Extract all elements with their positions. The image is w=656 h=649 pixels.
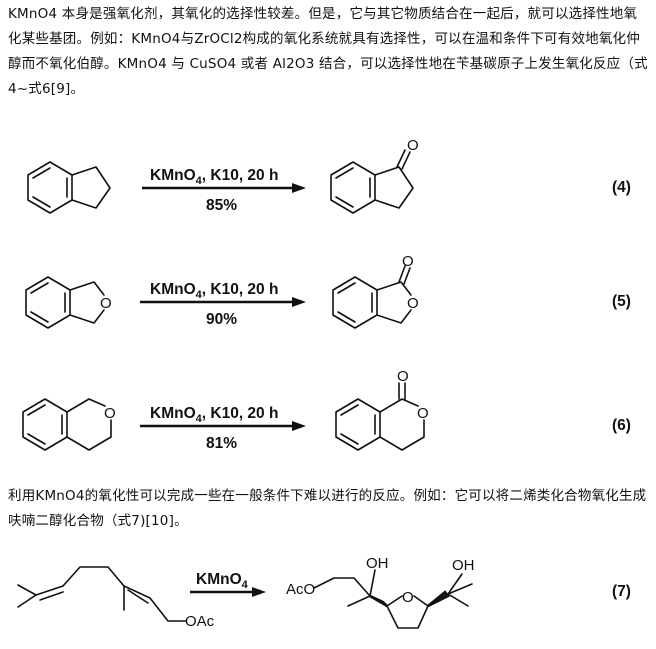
indane-structure bbox=[27, 161, 111, 214]
hydroxyl-right: OH bbox=[452, 557, 475, 574]
furan-diol-structure bbox=[313, 569, 473, 629]
second-paragraph: 利用KMnO4的氧化性可以完成一些在一般条件下难以进行的反应。例如：它可以将二烯… bbox=[8, 488, 647, 529]
condition-5: KMnO4, K10, 20 h bbox=[150, 281, 278, 301]
furan-oxygen-7: O bbox=[402, 589, 414, 606]
condition-6: KMnO4, K10, 20 h bbox=[150, 405, 278, 425]
indanone-structure bbox=[330, 149, 414, 214]
equation-label-4: (4) bbox=[612, 179, 631, 196]
hydroxyl-left: OH bbox=[366, 555, 389, 572]
carbonyl-oxygen-4: O bbox=[407, 137, 419, 154]
phthalide-structure bbox=[332, 265, 412, 329]
ring-oxygen-5a: O bbox=[100, 295, 112, 312]
ring-oxygen-5b: O bbox=[407, 295, 419, 312]
carbonyl-oxygen-5: O bbox=[402, 253, 414, 270]
reaction-4: KMnO4, K10, 20 h 85% O (4) bbox=[27, 137, 631, 214]
intro-paragraph: KMnO4 本身是强氧化剂，其氧化的选择性较差。但是，它与其它物质结合在一起后，… bbox=[8, 6, 648, 97]
reaction-6: O KMnO4, K10, 20 h 81% O O (6) bbox=[22, 368, 631, 452]
yield-6: 81% bbox=[206, 435, 237, 452]
condition-4: KMnO4, K10, 20 h bbox=[150, 167, 278, 187]
reaction-7: OAc KMnO4 AcO OH O OH (7) bbox=[17, 555, 631, 630]
yield-5: 90% bbox=[206, 311, 237, 328]
isochroman-structure bbox=[22, 398, 112, 451]
condition-7: KMnO4 bbox=[196, 571, 249, 591]
acetoxy-right: OAc bbox=[185, 613, 215, 630]
equation-label-7: (7) bbox=[612, 583, 631, 600]
arrow-7 bbox=[190, 587, 266, 597]
equation-label-6: (6) bbox=[612, 417, 631, 434]
reaction-5: O KMnO4, K10, 20 h 90% O O (5) bbox=[25, 253, 631, 329]
carbonyl-oxygen-6: O bbox=[397, 368, 409, 385]
arrow-4 bbox=[142, 183, 306, 193]
equation-label-5: (5) bbox=[612, 293, 631, 310]
yield-4: 85% bbox=[206, 197, 237, 214]
phthalan-structure bbox=[25, 276, 105, 329]
acetoxy-left: AcO bbox=[286, 581, 315, 598]
arrow-6 bbox=[140, 421, 306, 431]
ring-oxygen-6b: O bbox=[417, 405, 429, 422]
geranyl-acetate-structure bbox=[17, 566, 187, 622]
ring-oxygen-6a: O bbox=[104, 405, 116, 422]
arrow-5 bbox=[140, 297, 306, 307]
isochromanone-structure bbox=[335, 382, 425, 451]
